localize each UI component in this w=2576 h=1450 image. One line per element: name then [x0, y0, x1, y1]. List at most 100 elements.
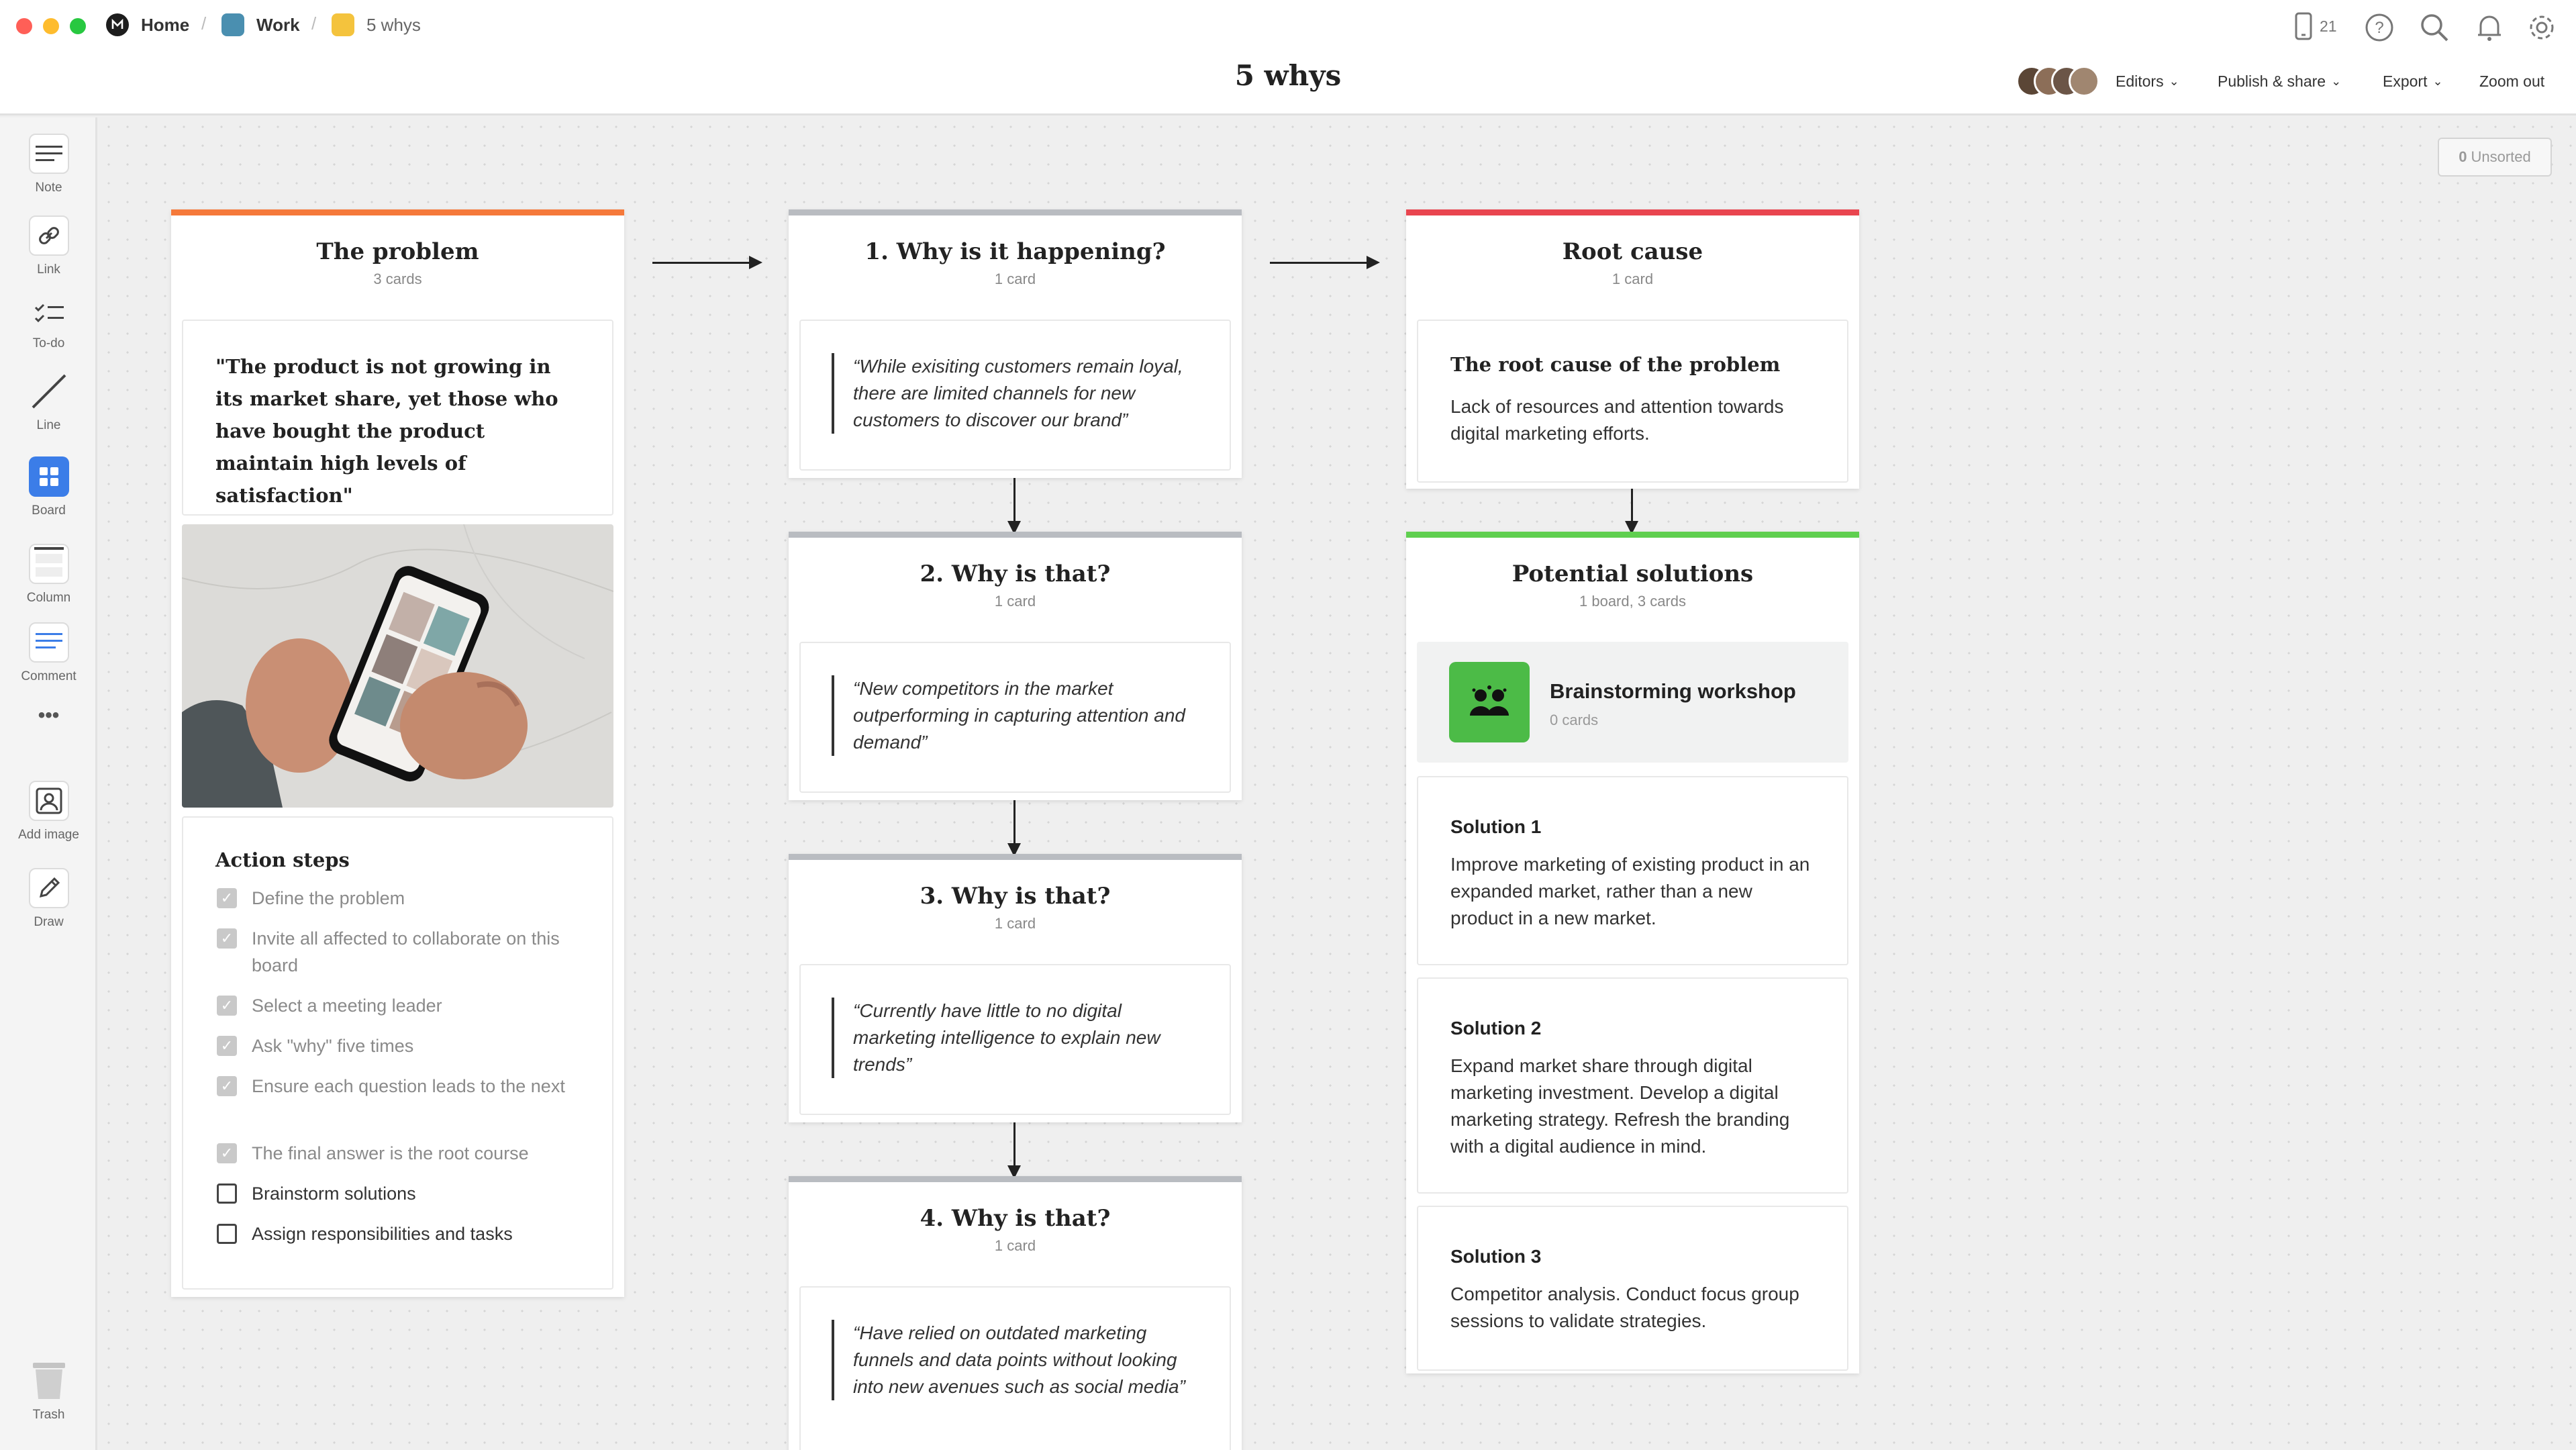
connector-arrow[interactable] [1625, 489, 1638, 534]
todo-item[interactable]: Invite all affected to collaborate on th… [217, 925, 580, 979]
solution-title: Solution 2 [1450, 1018, 1542, 1038]
todo-item[interactable]: Ask "why" five times [217, 1032, 580, 1059]
column-title: Potential solutions [1512, 561, 1754, 587]
todo-item[interactable]: Assign responsibilities and tasks [217, 1220, 580, 1247]
connector-arrow[interactable] [1007, 800, 1021, 857]
publish-label: Publish & share [2218, 72, 2326, 90]
chevron-down-icon: ⌄ [2432, 75, 2443, 88]
column-title: 3. Why is that? [920, 883, 1111, 910]
tool-draw[interactable]: Draw [0, 868, 97, 930]
todo-icon [29, 297, 69, 330]
column-why-2[interactable]: 2. Why is that? 1 card “New competitors in… [789, 532, 1242, 800]
breadcrumb-home[interactable]: Home [106, 13, 189, 36]
tool-todo[interactable]: To-do [0, 297, 97, 351]
column-why-1[interactable]: 1. Why is it happening?1 card“While exis… [789, 209, 1242, 478]
todo-text: Invite all affected to collaborate on th… [252, 928, 560, 975]
todo-text: Ensure each question leads to the next [252, 1076, 565, 1096]
problem-statement-card[interactable]: "The product is not growing in its marke… [182, 320, 613, 516]
why-quote: “Have relied on outdated marketing funne… [832, 1320, 1203, 1400]
top-bar: Home / Work / 5 whys 21 ? Editors⌄ Publi… [0, 0, 2576, 115]
breadcrumb-current[interactable]: 5 whys [332, 13, 421, 36]
tool-link[interactable]: Link [0, 215, 97, 277]
why-answer-card[interactable]: “New competitors in the market outperfor… [799, 642, 1231, 793]
more-tools-button[interactable]: ••• [0, 704, 97, 727]
todo-item[interactable]: Ensure each question leads to the next [217, 1073, 580, 1100]
problem-statement: "The product is not growing in its marke… [215, 355, 558, 507]
window-minimize-button[interactable] [43, 18, 59, 34]
avatar[interactable] [2069, 66, 2099, 97]
window-close-button[interactable] [16, 18, 32, 34]
todo-item[interactable]: Brainstorm solutions [217, 1180, 580, 1207]
column-count: 1 card [994, 271, 1036, 287]
tool-label: Link [37, 262, 60, 277]
search-icon[interactable] [2419, 12, 2450, 43]
checkbox-checked[interactable] [217, 928, 237, 949]
column-count: 1 card [994, 1237, 1036, 1254]
tool-label: Column [26, 591, 71, 605]
todo-item[interactable]: Define the problem [217, 885, 580, 912]
people-icon [1449, 662, 1530, 742]
tool-note[interactable]: Note [0, 134, 97, 195]
action-steps-card[interactable]: Action steps Define the problemInvite al… [182, 816, 613, 1290]
column-root-cause[interactable]: Root cause 1 card The root cause of the … [1406, 209, 1859, 489]
brainstorming-board-card[interactable]: Brainstorming workshop 0 cards [1417, 642, 1848, 763]
tool-label: Note [35, 181, 62, 195]
checkbox-unchecked[interactable] [217, 1183, 237, 1204]
svg-text:?: ? [2375, 19, 2383, 37]
device-indicator[interactable]: 21 [2294, 12, 2337, 40]
board-icon [28, 456, 69, 497]
todo-text: The final answer is the root course [252, 1143, 529, 1163]
solution-title: Solution 3 [1450, 1246, 1542, 1267]
tool-column[interactable]: Column [0, 544, 97, 606]
column-count: 1 card [994, 593, 1036, 610]
column-potential-solutions[interactable]: Potential solutions 1 board, 3 cards Bra… [1406, 532, 1859, 1373]
why-answer-card[interactable]: “Have relied on outdated marketing funne… [799, 1286, 1231, 1450]
checkbox-checked[interactable] [217, 1143, 237, 1163]
column-title: 2. Why is that? [920, 561, 1111, 587]
editors-label: Editors [2116, 72, 2164, 90]
trash-button[interactable]: Trash [0, 1361, 97, 1422]
bell-icon[interactable] [2474, 12, 2505, 43]
checkbox-unchecked[interactable] [217, 1224, 237, 1244]
breadcrumb-work[interactable]: Work [221, 13, 300, 36]
root-cause-title: The root cause of the problem [1450, 353, 1781, 376]
tool-label: Trash [32, 1408, 65, 1422]
why-answer-card[interactable]: “While exisiting customers remain loyal,… [799, 320, 1231, 471]
help-icon[interactable]: ? [2364, 12, 2395, 43]
tool-line[interactable]: Line [0, 371, 97, 433]
board-count: 0 cards [1550, 712, 1599, 728]
checkbox-checked[interactable] [217, 888, 237, 908]
connector-arrow[interactable] [1007, 1122, 1021, 1179]
tool-comment[interactable]: Comment [0, 622, 97, 684]
todo-item[interactable]: The final answer is the root course [217, 1140, 580, 1167]
connector-arrow[interactable] [1270, 256, 1380, 269]
checkbox-checked[interactable] [217, 1036, 237, 1056]
root-cause-card[interactable]: The root cause of the problem Lack of re… [1417, 320, 1848, 483]
phone-icon [2295, 12, 2312, 40]
tool-add-image[interactable]: Add image [0, 781, 97, 842]
work-board-icon [221, 13, 244, 36]
zoom-out-button[interactable]: Zoom out [2479, 72, 2544, 91]
column-the-problem[interactable]: The problem 3 cards "The product is not … [171, 209, 624, 1297]
todo-item[interactable]: Select a meeting leader [217, 992, 580, 1019]
export-menu[interactable]: Export⌄ [2383, 72, 2443, 91]
checkbox-checked[interactable] [217, 996, 237, 1016]
connector-arrow[interactable] [652, 256, 762, 269]
window-maximize-button[interactable] [70, 18, 86, 34]
phone-photo-card[interactable] [182, 524, 613, 808]
column-why-4[interactable]: 4. Why is that?1 card“Have relied on out… [789, 1176, 1242, 1450]
column-icon [28, 544, 69, 584]
publish-share-menu[interactable]: Publish & share⌄ [2218, 72, 2341, 91]
checkbox-checked[interactable] [217, 1076, 237, 1096]
unsorted-button[interactable]: 0 Unsorted [2438, 138, 2552, 177]
connector-arrow[interactable] [1007, 478, 1021, 534]
column-why-3[interactable]: 3. Why is that?1 card“Currently have lit… [789, 854, 1242, 1122]
editors-menu[interactable]: Editors⌄ [2116, 72, 2179, 91]
unsorted-count: 0 [2459, 148, 2467, 165]
settings-gear-icon[interactable] [2526, 12, 2557, 43]
tool-board[interactable]: Board [0, 456, 97, 518]
why-answer-card[interactable]: “Currently have little to no digital mar… [799, 964, 1231, 1115]
